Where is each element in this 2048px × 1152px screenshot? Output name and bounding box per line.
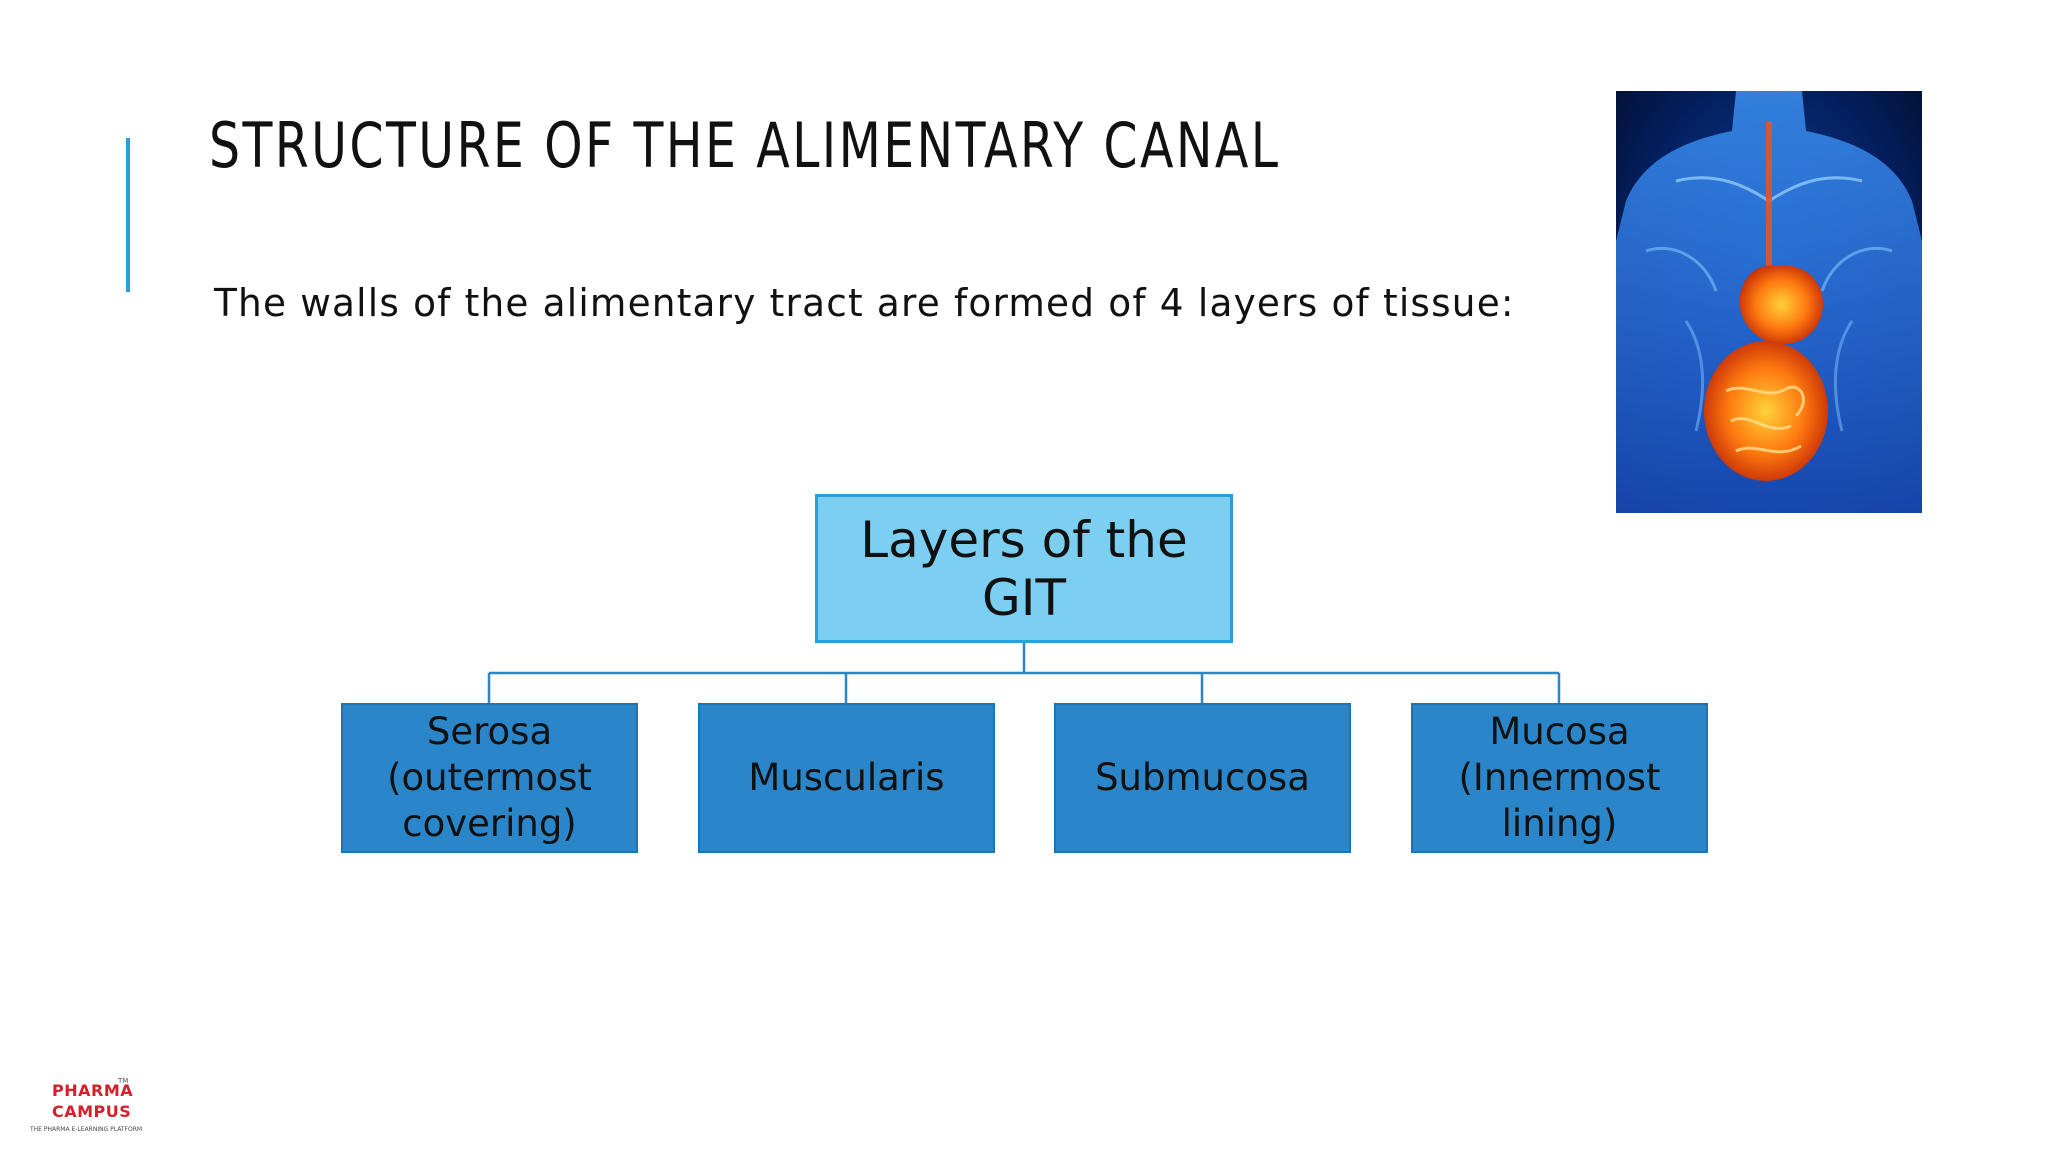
pharma-campus-logo: PHARMA TM CAMPUS THE PHARMA E-LEARNING P…	[30, 1077, 148, 1135]
digestive-system-image	[1616, 91, 1922, 513]
logo-line-1: PHARMA	[52, 1081, 134, 1100]
logo-trademark: TM	[118, 1077, 129, 1085]
root-node-label: Layers of the GIT	[860, 510, 1188, 627]
layer-label-serosa: Serosa (outermost covering)	[387, 710, 592, 845]
layer-node-submucosa: Submucosa	[1054, 703, 1351, 853]
logo-tagline: THE PHARMA E-LEARNING PLATFORM	[30, 1126, 143, 1133]
layer-node-mucosa: Mucosa (Innermost lining)	[1411, 703, 1708, 853]
diagram-root-node: Layers of the GIT	[815, 494, 1233, 643]
logo-line-2: CAMPUS	[52, 1102, 132, 1121]
layer-node-muscularis: Muscularis	[698, 703, 995, 853]
accent-bar	[126, 138, 130, 292]
layer-label-muscularis: Muscularis	[748, 756, 945, 799]
layer-label-submucosa: Submucosa	[1095, 756, 1310, 799]
slide-title: STRUCTURE OF THE ALIMENTARY CANAL	[209, 109, 1281, 182]
layer-label-mucosa: Mucosa (Innermost lining)	[1458, 710, 1661, 845]
slide-subtitle: The walls of the alimentary tract are fo…	[214, 281, 1515, 325]
layer-node-serosa: Serosa (outermost covering)	[341, 703, 638, 853]
